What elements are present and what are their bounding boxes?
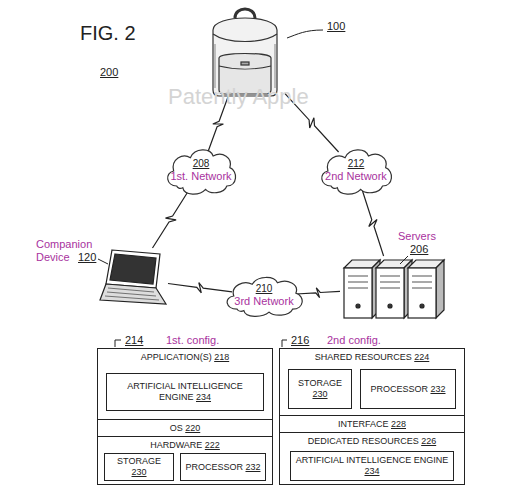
resource-region: DEDICATED RESOURCES 226ARTIFICIAL INTELL… — [280, 432, 464, 484]
resource-region: SHARED RESOURCES 224STORAGE 230 PROCESSOR… — [280, 349, 464, 415]
component-label: PROCESSOR 232 — [370, 384, 445, 395]
laptop-illustration — [100, 250, 166, 304]
callout-number: 216 — [291, 334, 309, 347]
component-box: STORAGE 230 — [104, 453, 174, 481]
part-name: 2nd config. — [327, 334, 381, 347]
callout-number: 214 — [125, 334, 143, 347]
wireless-link — [296, 288, 340, 298]
component-label: APPLICATION(S) 218 — [98, 349, 272, 362]
callout-number: 208 — [193, 158, 210, 170]
wireless-link — [153, 190, 190, 248]
callout-number: 210 — [256, 283, 273, 295]
device-node: Companion Device120 — [98, 248, 168, 310]
layer-band: INTERFACE 228 — [280, 415, 464, 432]
servers-illustration — [344, 260, 444, 318]
device-node: Servers206 — [340, 256, 448, 320]
device-node: 100 — [205, 4, 285, 96]
network-name: 1st. Network — [170, 170, 231, 183]
network-cloud: 2122nd Network — [317, 146, 395, 196]
component-label: STORAGE 230 — [109, 456, 169, 478]
config-box: 2141st. config.APPLICATION(S) 218ARTIFIC… — [97, 348, 273, 485]
network-name: 3rd Network — [234, 295, 293, 308]
component-label: STORAGE 230 — [293, 378, 347, 400]
component-label: HARDWARE 222 — [98, 437, 272, 450]
network-cloud: 2103rd Network — [222, 274, 306, 318]
component-label: OS 220 — [170, 423, 201, 433]
wireless-link — [362, 190, 383, 256]
callout-number: 200 — [100, 66, 118, 78]
backpack-illustration — [213, 9, 277, 96]
callout-number: 206 — [410, 243, 428, 256]
component-label: ARTIFICIAL INTELLIGENCE ENGINE 234 — [111, 381, 259, 403]
resource-region: APPLICATION(S) 218ARTIFICIAL INTELLIGENC… — [98, 349, 272, 419]
leader-lines — [98, 30, 408, 347]
figure-title: FIG. 2 — [80, 22, 136, 45]
component-box: PROCESSOR 232 — [360, 369, 456, 409]
part-name: Servers — [398, 230, 436, 243]
component-label: DEDICATED RESOURCES 226 — [280, 433, 464, 446]
component-box: ARTIFICIAL INTELLIGENCE ENGINE 234 — [106, 373, 264, 411]
config-box: 2162nd config.SHARED RESOURCES 224STORAG… — [279, 348, 465, 485]
component-label: PROCESSOR 232 — [185, 462, 260, 473]
component-box: STORAGE 230 — [288, 369, 352, 409]
component-label: INTERFACE 228 — [338, 419, 406, 429]
callout-number: 120 — [78, 251, 96, 264]
watermark: Patently Apple — [168, 84, 309, 110]
component-box: ARTIFICIAL INTELLIGENCE ENGINE 234 — [290, 451, 454, 481]
wireless-link — [168, 283, 232, 293]
callout-number: 100 — [327, 20, 345, 33]
network-cloud: 2081st. Network — [163, 146, 239, 196]
component-label: ARTIFICIAL INTELLIGENCE ENGINE 234 — [295, 455, 449, 477]
component-label: SHARED RESOURCES 224 — [280, 349, 464, 362]
callout-number: 212 — [348, 158, 365, 170]
layer-band: OS 220 — [98, 419, 272, 436]
network-name: 2nd Network — [325, 170, 387, 183]
part-name: 1st. config. — [166, 334, 219, 347]
component-box: PROCESSOR 232 — [180, 453, 266, 481]
resource-region: HARDWARE 222STORAGE 230 PROCESSOR 232 — [98, 436, 272, 484]
